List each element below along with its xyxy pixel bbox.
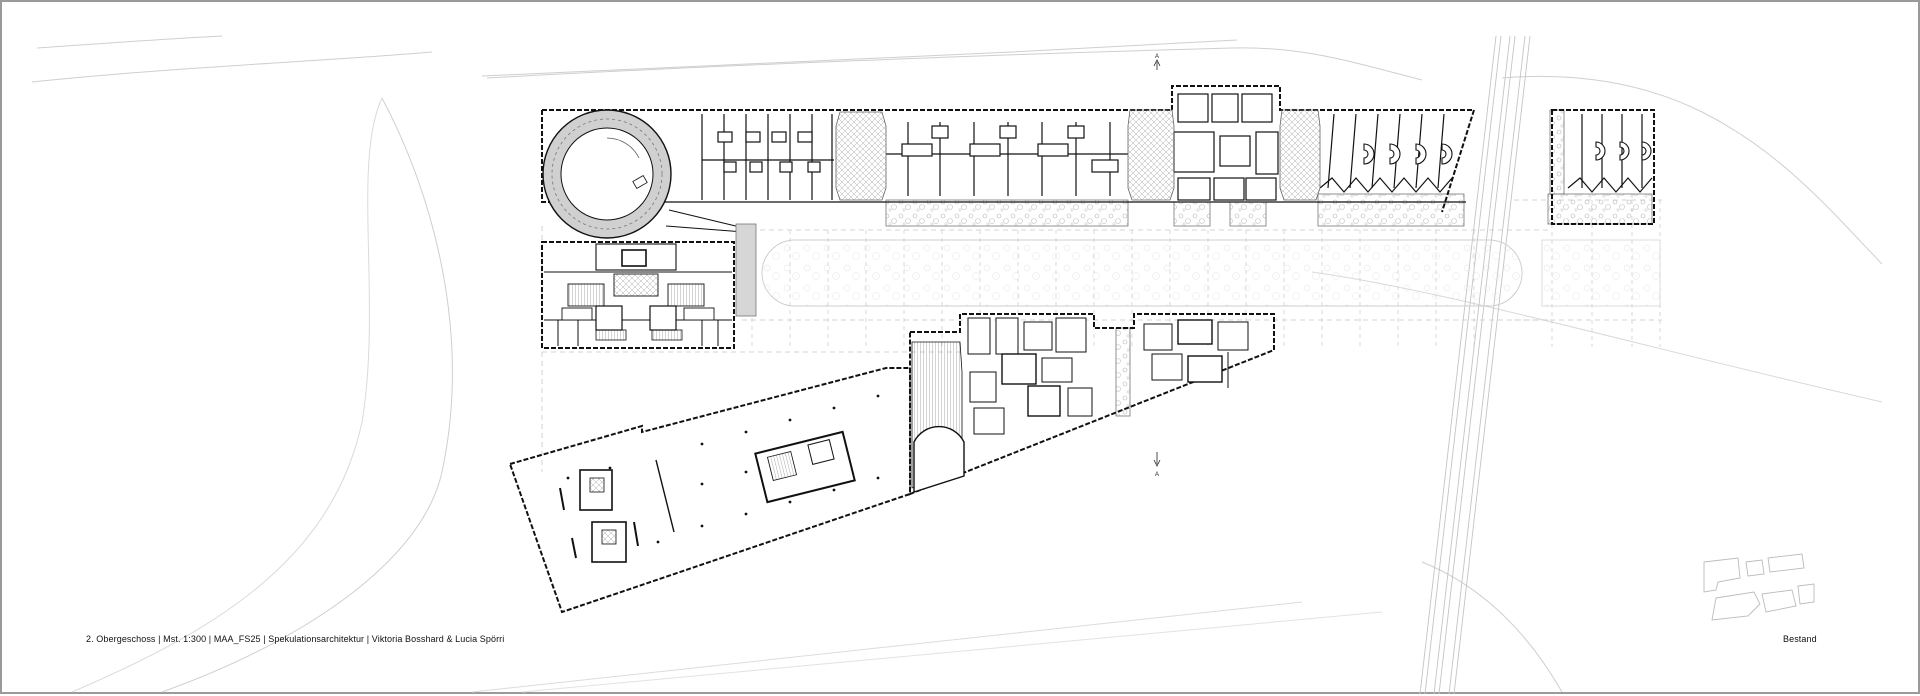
connector-ramp bbox=[735, 223, 757, 317]
courtyard-garden bbox=[761, 239, 1661, 307]
bestand-key-plan bbox=[1703, 553, 1815, 621]
west-block bbox=[541, 241, 735, 349]
bath-pods bbox=[1363, 141, 1652, 165]
south-hall bbox=[508, 367, 911, 614]
south-east-block bbox=[909, 313, 1275, 496]
sheet-caption: 2. Obergeschoss | Mst. 1:300 | MAA_FS25 … bbox=[86, 634, 505, 644]
rail-tracks bbox=[1419, 35, 1531, 695]
atrium-halls bbox=[835, 109, 1321, 201]
north-block-rooms bbox=[701, 93, 1653, 201]
site-context-lines bbox=[31, 35, 1883, 693]
section-marker-label-2: A bbox=[1155, 472, 1159, 478]
hall-columns bbox=[566, 394, 880, 544]
section-markers bbox=[1153, 59, 1161, 467]
car-ramp-rotunda bbox=[542, 109, 745, 239]
section-marker-label-1: A bbox=[1155, 54, 1159, 60]
planter-strips bbox=[885, 109, 1653, 417]
bestand-label: Bestand bbox=[1783, 634, 1817, 644]
